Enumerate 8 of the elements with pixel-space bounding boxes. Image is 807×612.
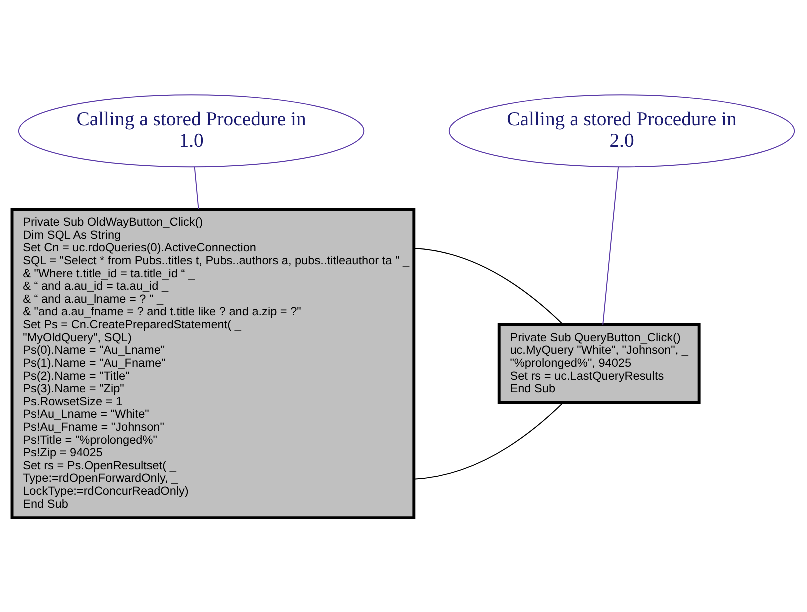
connector <box>414 402 564 480</box>
connector <box>194 166 200 210</box>
connector <box>602 166 620 325</box>
node-box: Private Sub QueryButton_Click() uc.MyQuery "White", "Johnson", _ "%prolonged%", 94025 Set rs = uc.LastQueryResults End Sub <box>498 323 701 404</box>
node-box: Private Sub OldWayButton_Click() Dim SQL As String Set Cn = uc.rdoQueries(0).ActiveConnection SQL = "Select * from Pubs..titles t, Pubs..authors a, pubs..titleauthor ta " _ & "Where t.title_id = ta.title_id “ _ & “ and a.au_id = ta.au_id _ & “ and a.au_lname = ? " _ & "and a.au_fname = ? and t.title like ? and a.zip = ?" Set Ps = Cn.CreatePreparedStatement( _ "MyOldQuery", SQL) Ps(0).Name = "Au_Lname" Ps(1).Name = "Au_Fname" Ps(2).Name = "Title" Ps(3).Name = "Zip" Ps.RowsetSize = 1 Ps!Au_Lname = "White" Ps!Au_Fname = "Johnson" Ps!Title = "%prolonged%" Ps!Zip = 94025 Set rs = Ps.OpenResultset( _ Type:=rdOpenForwardOnly, _ LockType:=rdConcurReadOnly) End Sub <box>10 208 416 520</box>
node-ellipse: Calling a stored Procedure in 1.0 <box>18 94 365 168</box>
node-ellipse: Calling a stored Procedure in 2.0 <box>448 94 796 168</box>
connector <box>414 247 564 325</box>
